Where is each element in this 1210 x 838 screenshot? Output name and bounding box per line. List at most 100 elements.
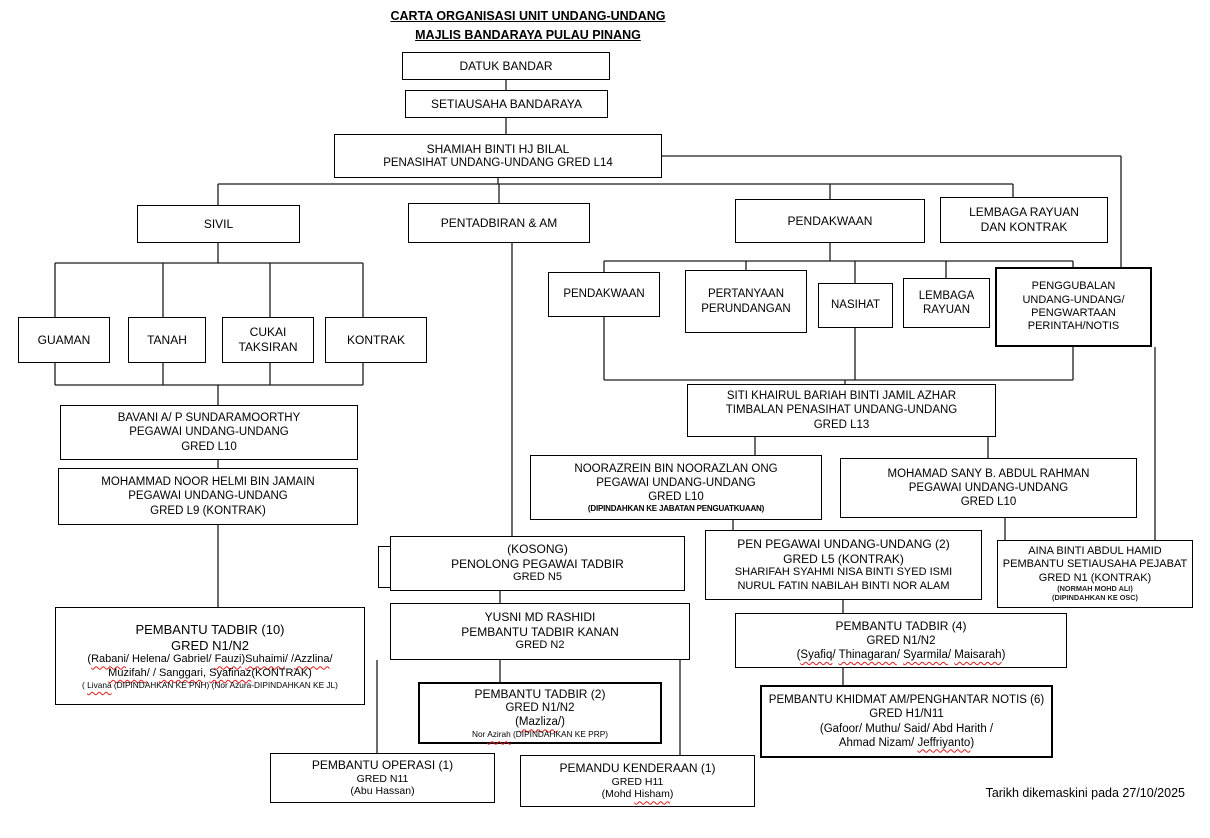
box-line: PEGAWAI UNDANG-UNDANG — [596, 476, 756, 489]
box-line: RAYUAN — [922, 304, 971, 316]
org-box-shamiah-penasihat: SHAMIAH BINTI HJ BILAL PENASIHAT UNDANG-… — [334, 134, 662, 178]
org-box-kontrak: KONTRAK — [325, 317, 427, 363]
box-line: PEGAWAI UNDANG-UNDANG — [129, 426, 289, 439]
box-line: GRED N1/N2 — [866, 634, 936, 647]
box-line: TIMBALAN PENASIHAT UNDANG-UNDANG — [725, 404, 958, 417]
box-line: TAKSIRAN — [238, 340, 298, 354]
box-line: PENGWARTAAN — [1031, 307, 1116, 319]
box-line: PEN PEGAWAI UNDANG-UNDANG (2) — [737, 536, 950, 551]
box-line: PEMBANTU TADBIR (10) — [135, 621, 285, 637]
box-line: (DIPINDAHKAN KE JABATAN PENGUATKUAAN) — [587, 503, 765, 513]
chart-title: CARTA ORGANISASI UNIT UNDANG-UNDANG MAJL… — [368, 7, 688, 45]
box-line: PEMBANTU KHIDMAT AM/PENGHANTAR NOTIS (6) — [768, 694, 1045, 707]
box-line: NASIHAT — [831, 299, 880, 312]
box-line: PERUNDANGAN — [701, 302, 791, 315]
box-line: MOHAMMAD NOOR HELMI BIN JAMAIN — [101, 476, 315, 489]
box-line: PERTANYAAN — [707, 288, 785, 301]
org-box-setiausaha-bandaraya: SETIAUSAHA BANDARAYA — [405, 90, 608, 118]
box-line: GRED L5 (KONTRAK) — [783, 551, 904, 566]
org-box-cukai-taksiran: CUKAI TAKSIRAN — [222, 317, 314, 363]
box-line: PERINTAH/NOTIS — [1027, 320, 1120, 333]
chart-title-line1: CARTA ORGANISASI UNIT UNDANG-UNDANG — [390, 9, 666, 23]
org-box-tanah: TANAH — [128, 317, 206, 363]
org-box-mohamad-sany: MOHAMAD SANY B. ABDUL RAHMAN PEGAWAI UND… — [840, 458, 1137, 518]
box-line: GRED L10 — [960, 496, 1017, 508]
box-line: GRED N2 — [515, 639, 565, 652]
org-box-pembantu-tadbir-4: PEMBANTU TADBIR (4) GRED N1/N2 (Syafiq/ … — [735, 613, 1067, 668]
box-line: SITI KHAIRUL BARIAH BINTI JAMIL AZHAR — [726, 390, 957, 403]
org-box-pembantu-khidmat-am: PEMBANTU KHIDMAT AM/PENGHANTAR NOTIS (6)… — [760, 685, 1053, 758]
org-box-datuk-bandar: DATUK BANDAR — [402, 52, 610, 80]
box-line: GRED L9 (KONTRAK) — [150, 504, 266, 517]
box-line: GRED H1/N11 — [869, 708, 944, 721]
org-box-bavani: BAVANI A/ P SUNDARAMOORTHY PEGAWAI UNDAN… — [60, 405, 358, 460]
org-box-aina: AINA BINTI ABDUL HAMID PEMBANTU SETIAUSA… — [997, 540, 1193, 608]
org-box-guaman: GUAMAN — [18, 317, 110, 363]
org-box-pembantu-tadbir-2: PEMBANTU TADBIR (2) GRED N1/N2 (Mazliza/… — [418, 682, 662, 744]
box-line: (Syafiq/ Thinagaran/ Syarmila/ Maisarah) — [796, 648, 1006, 661]
box-line: GRED N1 (KONTRAK) — [1038, 571, 1152, 584]
org-box-nasihat: NASIHAT — [818, 283, 893, 328]
box-line: MOHAMAD SANY B. ABDUL RAHMAN — [887, 467, 1090, 480]
box-line: Nor Azirah (DIPINDAHKAN KE PRP) — [471, 729, 609, 740]
org-box-yusni-md-rashidi: YUSNI MD RASHIDI PEMBANTU TADBIR KANAN G… — [390, 603, 690, 660]
org-box-pentadbiran-am: PENTADBIRAN & AM — [408, 203, 590, 243]
box-line: PENTADBIRAN & AM — [440, 215, 558, 230]
box-line: SHARIFAH SYAHMI NISA BINTI SYED ISMI — [734, 566, 953, 579]
box-line: GRED L10 — [648, 490, 704, 503]
box-line: GRED N1/N2 — [170, 637, 250, 653]
org-box-pembantu-tadbir-10: PEMBANTU TADBIR (10) GRED N1/N2 (Rabani/… — [55, 607, 365, 705]
box-line: NOORAZREIN BIN NOORAZLAN ONG — [574, 462, 778, 475]
box-line: GRED N1/N2 — [505, 702, 575, 715]
box-line: Muzifah/ / Sanggari, Syafinaz(KONTRAK) — [108, 666, 312, 679]
box-line: PEMBANTU SETIAUSAHA PEJABAT — [1002, 558, 1188, 571]
box-line: GUAMAN — [37, 332, 91, 347]
box-line: UNDANG-UNDANG/ — [1022, 293, 1125, 306]
box-line: PENASIHAT UNDANG-UNDANG GRED L14 — [383, 157, 613, 170]
box-line: KONTRAK — [346, 332, 405, 347]
box-line: (Abu Hassan) — [350, 785, 415, 798]
box-line: PEGAWAI UNDANG-UNDANG — [128, 490, 288, 503]
box-line: PENDAKWAAN — [563, 288, 645, 301]
box-line: SHAMIAH BINTI HJ BILAL — [426, 141, 570, 156]
box-line: TANAH — [147, 332, 187, 347]
org-box-kosong-penolong-pegawai-tadbir: (KOSONG) PENOLONG PEGAWAI TADBIR GRED N5 — [390, 536, 685, 591]
org-box-pemandu-kenderaan: PEMANDU KENDERAAN (1) GRED H11 (Mohd His… — [520, 755, 755, 807]
box-line: Ahmad Nizam/ Jeffriyanto) — [838, 736, 975, 749]
box-line: GRED H11 — [611, 775, 664, 788]
chart-title-line2: MAJLIS BANDARAYA PULAU PINANG — [415, 27, 641, 42]
box-line: PEMBANTU OPERASI (1) — [311, 757, 454, 772]
box-line: GRED N5 — [513, 571, 562, 584]
box-line: (KOSONG) — [507, 542, 568, 557]
box-line: PENDAKWAAN — [787, 213, 873, 228]
box-line: (NORMAH MOHD ALI) — [1057, 584, 1133, 594]
box-line: DAN KONTRAK — [980, 220, 1068, 234]
box-line: CUKAI — [249, 325, 287, 340]
kosong-side-bracket — [378, 546, 392, 588]
org-box-sivil: SIVIL — [137, 205, 300, 243]
box-line: (Mohd Hisham) — [601, 788, 674, 801]
box-line: GRED L13 — [813, 418, 870, 431]
org-box-siti-khairul-bariah: SITI KHAIRUL BARIAH BINTI JAMIL AZHAR TI… — [687, 384, 996, 437]
org-box-pendakwaan-main: PENDAKWAAN — [735, 199, 925, 243]
org-box-lembaga-rayuan-sub: LEMBAGA RAYUAN — [903, 278, 990, 328]
box-line: SETIAUSAHA BANDARAYA — [431, 96, 582, 111]
box-line: PEMBANTU TADBIR KANAN — [461, 624, 619, 639]
box-line: SIVIL — [203, 216, 234, 231]
box-line: (Gafoor/ Muthu/ Said/ Abd Harith / — [819, 722, 994, 735]
box-line: DATUK BANDAR — [459, 58, 553, 73]
box-line: PEMBANTU TADBIR (4) — [835, 619, 967, 634]
box-line: GRED L10 — [181, 440, 237, 453]
box-line: GRED N11 — [356, 772, 409, 785]
org-box-lembaga-rayuan-dan-kontrak: LEMBAGA RAYUAN DAN KONTRAK — [940, 197, 1108, 243]
box-line: PENOLONG PEGAWAI TADBIR — [451, 556, 624, 571]
box-line: PEGAWAI UNDANG-UNDANG — [908, 481, 1069, 494]
box-line: BAVANI A/ P SUNDARAMOORTHY — [117, 412, 301, 425]
box-line: NURUL FATIN NABILAH BINTI NOR ALAM — [737, 579, 950, 592]
box-line: PEMANDU KENDERAAN (1) — [559, 760, 716, 775]
box-line: AINA BINTI ABDUL HAMID — [1028, 545, 1162, 557]
org-box-pen-pegawai-undang-undang: PEN PEGAWAI UNDANG-UNDANG (2) GRED L5 (K… — [705, 530, 982, 600]
box-line: YUSNI MD RASHIDI — [484, 610, 596, 625]
box-line: LEMBAGA RAYUAN — [969, 205, 1079, 220]
